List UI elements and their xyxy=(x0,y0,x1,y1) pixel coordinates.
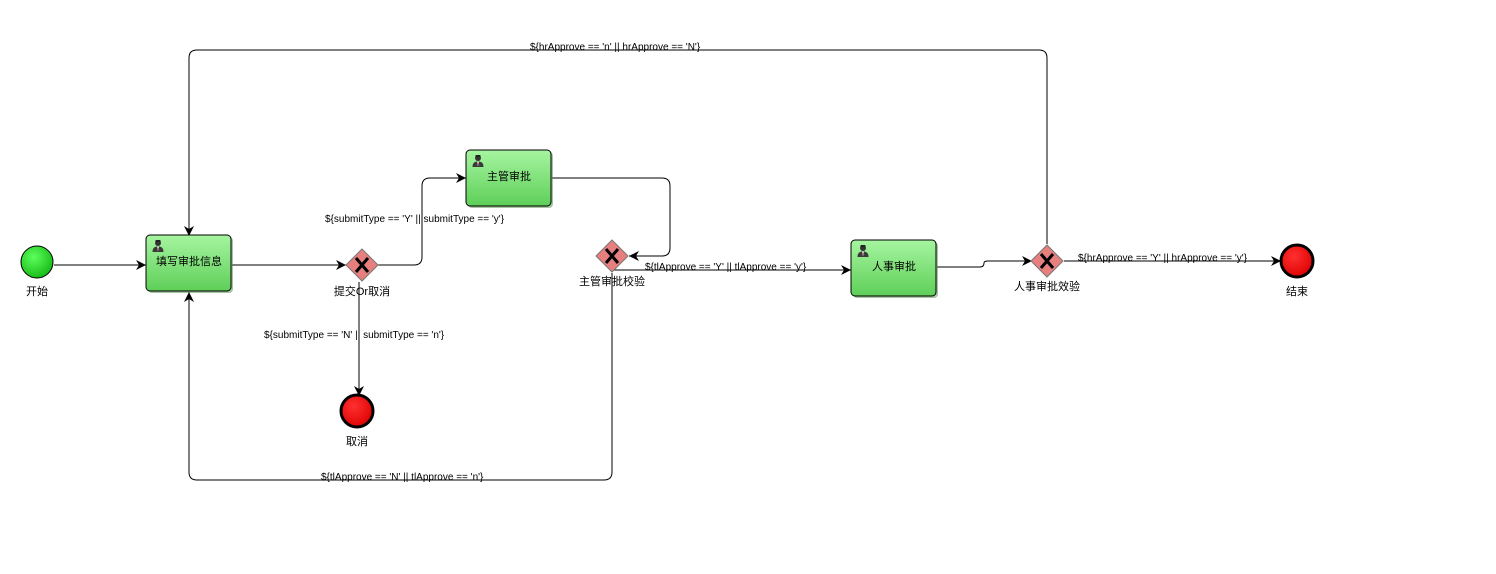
start-event-label: 开始 xyxy=(26,284,48,298)
condition-submit-no: ${submitType == 'N' || submitType == 'n'… xyxy=(264,330,445,341)
gateway-hr-check[interactable] xyxy=(1030,244,1064,278)
condition-hr-yes: ${hrApprove == 'Y' || hrApprove == 'y'} xyxy=(1078,253,1248,264)
condition-hr-no: ${hrApprove == 'n' || hrApprove == 'N'} xyxy=(530,42,701,53)
flow-manager-to-check[interactable] xyxy=(552,177,671,261)
exclusive-x-icon xyxy=(604,248,620,264)
task-hr-approve-label: 人事审批 xyxy=(872,259,916,273)
gateway-submit-or-cancel-label: 提交Or取消 xyxy=(334,284,390,298)
end-event-cancel-label: 取消 xyxy=(346,434,368,448)
gateway-manager-check-label: 主管审批校验 xyxy=(579,274,645,288)
task-fill-info[interactable]: 填写审批信息 xyxy=(145,234,233,293)
task-fill-info-label: 填写审批信息 xyxy=(156,254,222,268)
task-hr-approve[interactable]: 人事审批 xyxy=(850,239,938,298)
end-event-finish[interactable] xyxy=(1279,243,1315,279)
task-manager-approve[interactable]: 主管审批 xyxy=(465,149,553,208)
flow-submit-yes[interactable] xyxy=(377,173,466,266)
task-manager-approve-label: 主管审批 xyxy=(487,169,531,183)
gateway-manager-check[interactable] xyxy=(595,239,629,273)
flow-tl-no[interactable] xyxy=(184,273,613,481)
condition-tl-no: ${tlApprove == 'N' || tlApprove == 'n'} xyxy=(321,472,484,483)
end-event-finish-label: 结束 xyxy=(1286,285,1308,298)
condition-tl-yes: ${tlApprove == 'Y' || tlApprove == 'y'} xyxy=(645,262,807,273)
exclusive-x-icon xyxy=(354,257,370,273)
flow-hr-no[interactable] xyxy=(184,49,1048,244)
start-event[interactable] xyxy=(20,245,54,279)
gateway-hr-check-label: 人事审批效验 xyxy=(1014,279,1080,293)
exclusive-x-icon xyxy=(1039,253,1055,269)
gateway-submit-or-cancel[interactable] xyxy=(345,248,379,282)
condition-submit-yes: ${submitType == 'Y' || submitType == 'y'… xyxy=(325,214,505,225)
end-event-cancel[interactable] xyxy=(339,393,375,429)
flow-hr-to-check[interactable] xyxy=(937,256,1032,268)
